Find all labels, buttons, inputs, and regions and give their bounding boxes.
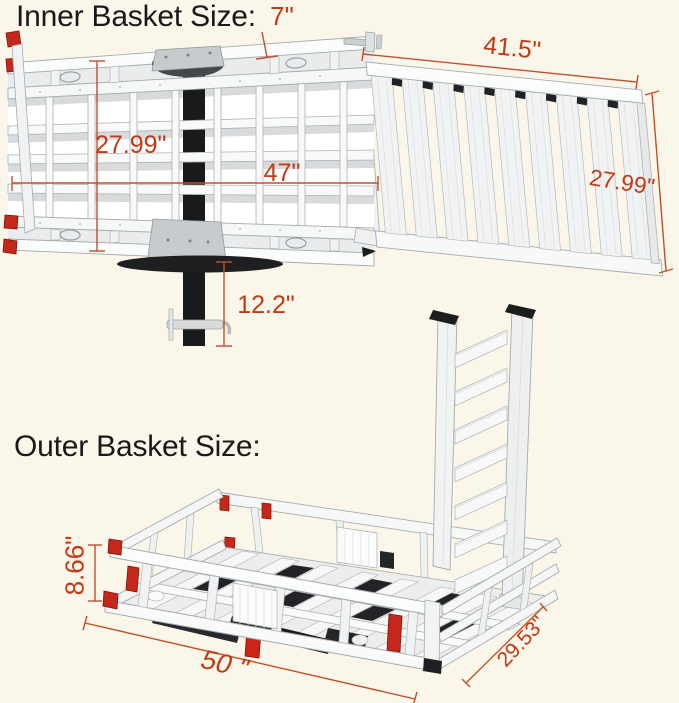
dim-label-outer-height: 8.66" bbox=[59, 535, 90, 596]
outer-size-title: Outer Basket Size: bbox=[14, 430, 261, 463]
dim-line-outer-length bbox=[82, 615, 418, 703]
loading-ramp-top-illustration bbox=[365, 61, 663, 277]
tie-down-ring-icon bbox=[59, 57, 307, 249]
folded-ramp-3d-illustration bbox=[429, 304, 536, 611]
dim-label-basket-width: 27.99" bbox=[95, 131, 167, 159]
reflector-red-front bbox=[102, 538, 403, 653]
dim-label-basket-length: 47" bbox=[263, 159, 301, 187]
hitch-bar-illustration bbox=[183, 58, 205, 346]
dim-label-hitch-riser: 12.2" bbox=[237, 291, 295, 319]
dim-line-hitch-riser bbox=[216, 261, 232, 347]
dim-line-outer-height bbox=[88, 544, 102, 602]
dim-line-ramp-width bbox=[644, 90, 674, 274]
dim-line-basket-width bbox=[89, 60, 105, 252]
dim-line-outer-depth bbox=[461, 602, 548, 688]
inner-size-title: Inner Basket Size: bbox=[16, 0, 256, 33]
dim-label-rail-height: 7" bbox=[270, 1, 294, 31]
dim-line-rail-height bbox=[255, 31, 279, 60]
dim-line-basket-length bbox=[11, 176, 379, 191]
dim-line-ramp-length bbox=[361, 46, 639, 90]
dimension-lines bbox=[11, 31, 674, 703]
inner-basket-top-view-illustration bbox=[2, 30, 383, 346]
outer-basket-3d-illustration bbox=[102, 304, 562, 674]
